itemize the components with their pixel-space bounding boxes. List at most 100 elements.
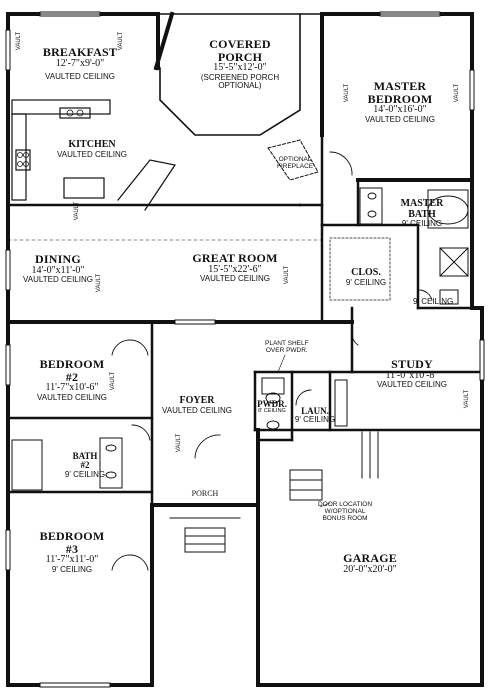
dining-dims: 14'-0"x11'-0": [31, 264, 85, 276]
bedroom-2-dims: 11'-7"x10'-6": [45, 382, 99, 394]
label-powder: PWDR. 8' CEILING: [257, 399, 287, 415]
label-bath-2: BATH #2 9' CEILING: [64, 451, 106, 479]
powder-ceiling: 8' CEILING: [258, 408, 286, 415]
label-breakfast: BREAKFAST 12'-7"x9'-0" VAULTED CEILING: [43, 46, 117, 81]
label-covered-porch: COVERED PORCH 15'-5"x12'-0" (SCREENED PO…: [201, 38, 279, 90]
bath-2-name-1: BATH: [72, 451, 98, 461]
bedroom-2-name-1: BEDROOM: [39, 357, 105, 371]
label-kitchen: KITCHEN VAULTED CEILING: [57, 139, 127, 159]
dining-ceiling: VAULTED CEILING: [23, 275, 93, 285]
fireplace-line-1: OPTIONAL: [278, 156, 312, 163]
label-bedroom-3: BEDROOM #3 11'-7"x11'-0" 9' CEILING: [40, 530, 105, 574]
laundry-machines: [334, 379, 348, 427]
study-name: STUDY: [391, 357, 433, 371]
label-closet: CLOS. 9' CEILING: [345, 267, 387, 287]
breakfast-ceiling: VAULTED CEILING: [45, 72, 115, 82]
door-note-line-1: DOOR LOCATION: [318, 501, 373, 508]
garage-dims: 20'-0"x20'-0": [343, 563, 397, 575]
powder-name: PWDR.: [257, 399, 287, 409]
bedroom-2-name-2: #2: [65, 369, 79, 384]
label-laundry: LAUN. 9' CEILING: [294, 406, 336, 425]
breakfast-dims: 12'-7"x9'-0": [55, 57, 105, 69]
laundry-ceiling: 9' CEILING: [294, 415, 336, 425]
breakfast-name: BREAKFAST: [42, 45, 118, 59]
label-plant-shelf: PLANT SHELF OVER PWDR.: [265, 340, 309, 355]
label-porch: PORCH: [191, 489, 219, 498]
vault-marker: VAULT: [344, 83, 351, 103]
garage-name: GARAGE: [343, 551, 397, 565]
label-dining: DINING 14'-0"x11'-0" VAULTED CEILING: [23, 253, 93, 284]
garage-steps: [169, 431, 379, 553]
label-master-bedroom: MASTER BEDROOM 14'-0"x16'-0" VAULTED CEI…: [365, 80, 435, 124]
bedroom-2-ceiling: VAULTED CEILING: [37, 392, 107, 402]
closet-name: CLOS.: [351, 267, 381, 278]
master-bath-fixtures: [359, 187, 469, 305]
laundry-name: LAUN.: [301, 406, 329, 416]
foyer-name: FOYER: [179, 395, 215, 406]
study-ceiling: VAULTED CEILING: [377, 380, 447, 390]
fireplace: [267, 139, 319, 181]
study-dims: 11'-0"x10'-8": [385, 369, 439, 381]
covered-porch-note-2: OPTIONAL): [218, 81, 262, 91]
bath-2-ceiling: 9' CEILING: [64, 469, 106, 479]
kitchen-name: KITCHEN: [68, 139, 116, 150]
great-room-name: GREAT ROOM: [192, 251, 278, 265]
label-study: STUDY 11'-0"x10'-8" VAULTED CEILING: [377, 358, 447, 389]
master-bath-name-2: BATH: [408, 208, 436, 220]
kitchen-ceiling: VAULTED CEILING: [57, 149, 127, 159]
master-bedroom-name-1: MASTER: [373, 79, 427, 93]
plant-shelf-line-1: PLANT SHELF: [265, 340, 309, 347]
vault-marker: VAULT: [96, 273, 103, 293]
covered-porch-dims: 15'-5"x12'-0": [213, 62, 267, 74]
bedroom-3-ceiling: 9' CEILING: [51, 564, 93, 574]
vault-marker: VAULT: [118, 31, 125, 51]
closet-shelf: [329, 237, 391, 301]
dining-name: DINING: [35, 252, 81, 266]
bath-2-name-2: #2: [80, 460, 90, 471]
powder-leader: [277, 354, 286, 373]
bath-2-fixtures: [11, 437, 123, 491]
label-great-room: GREAT ROOM 15'-5"x22'-6" VAULTED CEILING: [192, 252, 277, 283]
kitchen-counters: [11, 99, 176, 211]
master-hall-ceiling: 9' CEILING: [413, 297, 454, 306]
closet-ceiling: 9' CEILING: [345, 277, 387, 287]
label-optional-fireplace: OPTIONAL FIREPLACE: [277, 156, 314, 171]
label-master-hall: 9' CEILING: [413, 297, 454, 306]
master-bedroom-dims: 14'-0"x16'-0": [373, 104, 427, 116]
vault-marker: VAULT: [464, 389, 471, 409]
fireplace-line-2: FIREPLACE: [277, 162, 314, 170]
master-bedroom-ceiling: VAULTED CEILING: [365, 114, 435, 124]
bedroom-3-name-2: #3: [65, 541, 79, 556]
master-bath-ceiling: 9' CEILING: [401, 219, 443, 228]
vault-marker: VAULT: [110, 371, 117, 391]
covered-porch-name-2: PORCH: [217, 49, 263, 64]
plant-shelf-line-2: OVER PWDR.: [265, 346, 308, 354]
label-master-bath: MASTER BATH 9' CEILING: [400, 198, 444, 228]
powder-fixtures: [261, 377, 285, 430]
master-bedroom-name-2: BEDROOM: [367, 91, 433, 106]
door-note-leader: [319, 502, 331, 508]
vault-marker: VAULT: [454, 83, 461, 103]
label-foyer: FOYER VAULTED CEILING: [162, 395, 232, 415]
windows: [5, 11, 485, 688]
label-door-note: DOOR LOCATION W/OPTIONAL BONUS ROOM: [318, 501, 373, 522]
label-garage: GARAGE 20'-0"x20'-0": [343, 552, 397, 575]
bedroom-3-dims: 11'-7"x11'-0": [45, 554, 99, 566]
master-bath-name-1: MASTER: [400, 198, 444, 209]
stove: [17, 109, 84, 167]
bedroom-3-name-1: BEDROOM: [39, 529, 105, 543]
door-swings: [111, 151, 433, 571]
vault-marker: VAULT: [176, 433, 183, 453]
foyer-ceiling: VAULTED CEILING: [162, 405, 232, 415]
door-note-line-2: W/OPTIONAL: [324, 507, 366, 515]
label-bedroom-2: BEDROOM #2 11'-7"x10'-6" VAULTED CEILING: [37, 358, 107, 402]
great-room-ceiling: VAULTED CEILING: [200, 274, 270, 284]
door-note-line-3: BONUS ROOM: [322, 514, 368, 522]
vault-marker: VAULT: [74, 201, 81, 221]
vault-marker: VAULT: [16, 31, 23, 51]
covered-porch-note-1: (SCREENED PORCH: [200, 72, 280, 82]
porch-name: PORCH: [191, 489, 219, 498]
interior-walls: [6, 133, 484, 507]
covered-porch-name-1: COVERED: [209, 37, 271, 51]
